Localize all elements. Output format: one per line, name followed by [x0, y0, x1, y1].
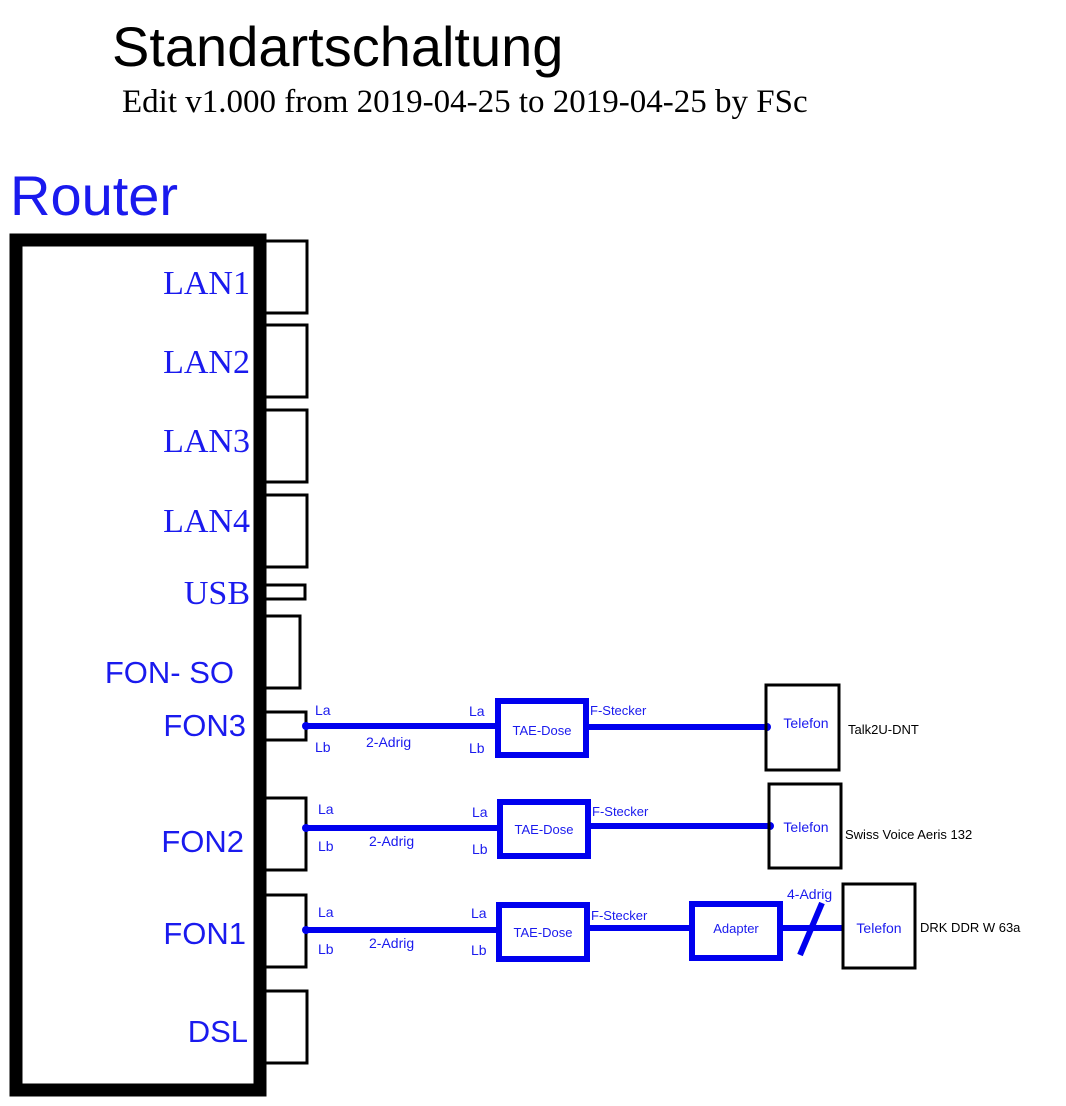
port-label-fon3: FON3 — [163, 708, 246, 743]
port-dsl — [258, 989, 309, 1065]
line3-four-wire-slash — [797, 901, 825, 957]
line3-plug-label: F-Stecker — [591, 908, 648, 923]
line3-tae-dose — [496, 902, 590, 962]
line2-tae-lb-label: Lb — [472, 841, 488, 857]
line2-lb-label: Lb — [318, 838, 334, 854]
line2-junction — [302, 824, 310, 832]
line3-phone — [841, 882, 917, 970]
port-fon3 — [258, 710, 308, 742]
router-label: Router — [10, 164, 178, 227]
page-subtitle: Edit v1.000 from 2019-04-25 to 2019-04-2… — [122, 84, 808, 120]
port-fon1 — [258, 893, 308, 969]
line1-device-label: Talk2U-DNT — [848, 722, 919, 737]
line2-tae-label: TAE-Dose — [515, 822, 574, 837]
line1-tae-la-label: La — [469, 703, 485, 719]
line2-la-label: La — [318, 801, 334, 817]
port-lan4 — [258, 493, 309, 569]
line3-four-wire-label: 4-Adrig — [787, 886, 832, 902]
page-title: Standartschaltung — [112, 15, 563, 78]
port-label-lan3: LAN3 — [163, 423, 250, 460]
port-label-usb: USB — [184, 575, 250, 612]
line3-tae-label: TAE-Dose — [514, 925, 573, 940]
line1-lb-label: Lb — [315, 739, 331, 755]
line1-plug-label: F-Stecker — [590, 703, 647, 718]
port-label-fon-so: FON- SO — [105, 655, 234, 690]
line1-la-label: La — [315, 702, 331, 718]
port-usb — [258, 583, 307, 601]
port-label-dsl: DSL — [188, 1014, 248, 1049]
line1-tae-lb-label: Lb — [469, 740, 485, 756]
port-lan2 — [258, 323, 309, 399]
router-body — [9, 233, 267, 1097]
line1-cable-label: 2-Adrig — [366, 734, 411, 750]
line2-phone — [767, 782, 843, 870]
port-lan3 — [258, 408, 309, 484]
line1-phone-label: Telefon — [783, 715, 828, 731]
port-label-lan1: LAN1 — [163, 265, 250, 302]
line3-junction — [302, 926, 310, 934]
line3-la-label: La — [318, 904, 334, 920]
line3-tae-la-label: La — [471, 905, 487, 921]
line3-cable-label: 2-Adrig — [369, 935, 414, 951]
line3-device-label: DRK DDR W 63a — [920, 920, 1021, 935]
line2-device-label: Swiss Voice Aeris 132 — [845, 827, 972, 842]
line2-tae-la-label: La — [472, 804, 488, 820]
port-label-lan4: LAN4 — [163, 503, 250, 540]
line2-phone-label: Telefon — [783, 819, 828, 835]
line3-tae-lb-label: Lb — [471, 942, 487, 958]
line1-tae-label: TAE-Dose — [513, 723, 572, 738]
port-label-fon1: FON1 — [163, 916, 246, 951]
line2-cable-label: 2-Adrig — [369, 833, 414, 849]
line3-lb-label: Lb — [318, 941, 334, 957]
port-lan1 — [258, 239, 309, 315]
line3-adapter-label: Adapter — [713, 921, 759, 936]
port-label-lan2: LAN2 — [163, 344, 250, 381]
line1-junction — [302, 722, 310, 730]
line1-phone — [764, 683, 841, 772]
port-label-fon2: FON2 — [161, 824, 244, 859]
line2-plug-label: F-Stecker — [592, 804, 649, 819]
port-fon2 — [258, 796, 308, 872]
line3-phone-label: Telefon — [856, 920, 901, 936]
port-fon-so — [256, 614, 302, 690]
